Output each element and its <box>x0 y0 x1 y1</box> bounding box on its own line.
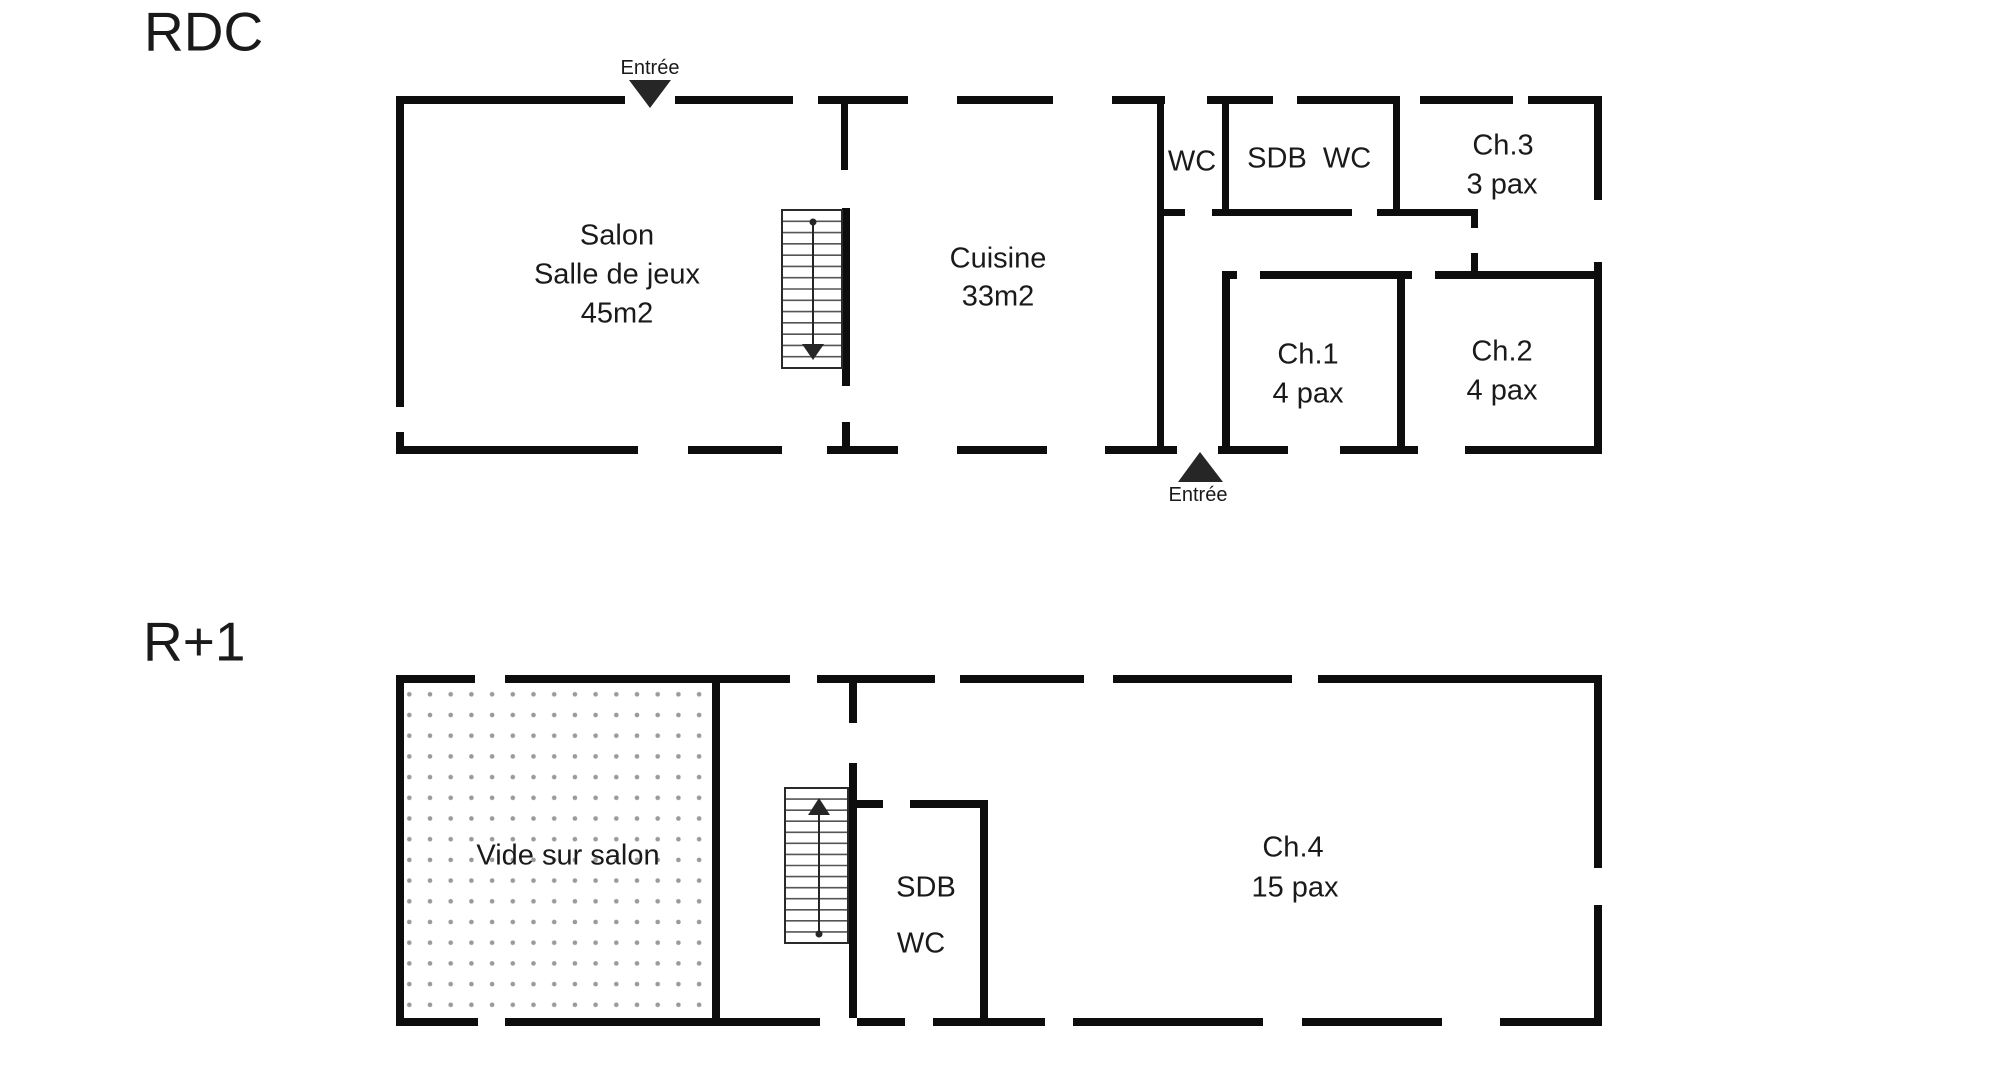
wall-segment <box>849 763 857 1018</box>
room-label-ch4: Ch.4 <box>1262 831 1324 864</box>
wall-segment <box>396 446 638 454</box>
wall-segment <box>1594 675 1602 868</box>
wall-segment <box>1157 104 1164 446</box>
wall-segment <box>980 800 988 1018</box>
wall-segment <box>1594 905 1602 1026</box>
room-label-ch1-pax: 4 pax <box>1272 377 1344 410</box>
wall-segment <box>396 1018 478 1026</box>
wall-segment <box>1207 96 1273 104</box>
entrance-label-top: Entrée <box>620 57 680 79</box>
wall-segment <box>1465 446 1602 454</box>
room-label-sdb: SDB <box>1247 142 1307 175</box>
wall-segment <box>1297 96 1400 104</box>
room-label-ch3: Ch.3 <box>1472 129 1534 162</box>
wall-segment <box>396 675 404 1026</box>
room-label-sdb-r1: SDB <box>896 871 956 904</box>
room-label-sdb-wc: WC <box>1322 142 1372 175</box>
stair-arrow-start-dot <box>809 218 817 226</box>
wall-segment <box>688 446 782 454</box>
staircase-outline <box>784 787 849 944</box>
wall-segment <box>818 96 908 104</box>
stair-arrow-down-icon <box>802 344 824 360</box>
wall-segment <box>1500 1018 1602 1026</box>
room-label-ch4-pax: 15 pax <box>1251 871 1339 904</box>
wall-segment <box>1222 271 1230 446</box>
walls-layer <box>396 96 1602 1026</box>
wall-segment <box>505 675 790 683</box>
wall-segment <box>1318 675 1602 683</box>
wall-segment <box>505 1018 820 1026</box>
wall-segment <box>849 683 857 723</box>
wall-segment <box>1471 253 1478 274</box>
wall-segment <box>1435 271 1594 279</box>
room-label-ch2-pax: 4 pax <box>1466 374 1538 407</box>
wall-segment <box>1073 1018 1263 1026</box>
wall-segment <box>1112 96 1165 104</box>
wall-segment <box>396 675 475 683</box>
staircase-outline <box>781 209 843 369</box>
room-label-salon: Salon <box>579 219 655 252</box>
wall-segment <box>1113 675 1292 683</box>
wall-segment <box>1471 209 1478 228</box>
wall-segment <box>1594 96 1602 200</box>
wall-segment <box>910 800 988 808</box>
wall-segment <box>396 96 404 407</box>
room-label-ch1: Ch.1 <box>1277 338 1339 371</box>
wall-segment <box>1212 209 1352 216</box>
wall-segment <box>1260 271 1412 279</box>
wall-segment <box>857 800 883 808</box>
entrance-arrow-icon-top <box>629 80 671 108</box>
room-label-wc-r1: WC <box>896 927 946 960</box>
wall-segment <box>842 208 850 386</box>
room-label-ch2: Ch.2 <box>1471 335 1533 368</box>
room-label-salle-de-jeux: Salle de jeux <box>533 258 701 291</box>
wall-segment <box>957 96 1053 104</box>
wall-segment <box>1218 446 1288 454</box>
room-label-vide-sur-salon: Vide sur salon <box>476 839 660 872</box>
staircase-rdc <box>781 209 843 369</box>
wall-segment <box>1302 1018 1442 1026</box>
wall-segment <box>396 432 404 453</box>
wall-segment <box>1393 104 1400 213</box>
wall-segment <box>1377 209 1478 216</box>
wall-segment <box>842 422 850 446</box>
wall-segment <box>712 683 720 1018</box>
floor-title-r1: R+1 <box>143 610 246 673</box>
wall-segment <box>933 1018 1045 1026</box>
void-dotted-area <box>404 683 712 1018</box>
room-label-cuisine: Cuisine <box>949 242 1047 275</box>
wall-segment <box>1528 96 1602 104</box>
entrance-arrow-icon-bottom <box>1178 452 1223 482</box>
wall-segment <box>1594 262 1602 454</box>
wall-segment <box>857 1018 905 1026</box>
wall-segment <box>1340 446 1418 454</box>
wall-segment <box>675 96 793 104</box>
wall-segment <box>827 446 898 454</box>
entrance-label-bottom: Entrée <box>1168 484 1228 506</box>
floor-title-rdc: RDC <box>144 0 264 63</box>
wall-segment <box>1157 209 1185 216</box>
wall-segment <box>817 675 935 683</box>
room-label-ch3-pax: 3 pax <box>1466 168 1538 201</box>
wall-segment <box>957 446 1047 454</box>
staircase-r1 <box>784 787 849 944</box>
room-label-cuisine-area: 33m2 <box>961 280 1035 313</box>
wall-segment <box>841 104 848 170</box>
wall-segment <box>960 675 1084 683</box>
stair-arrow-start-dot <box>815 930 823 938</box>
wall-segment <box>396 96 625 104</box>
room-label-salon-area: 45m2 <box>580 297 654 330</box>
wall-segment <box>1105 446 1177 454</box>
wall-segment <box>1397 271 1405 446</box>
wall-segment <box>1222 104 1229 213</box>
room-label-wc: WC <box>1167 145 1217 178</box>
wall-segment <box>1420 96 1513 104</box>
stair-arrow-up-icon <box>808 798 830 815</box>
